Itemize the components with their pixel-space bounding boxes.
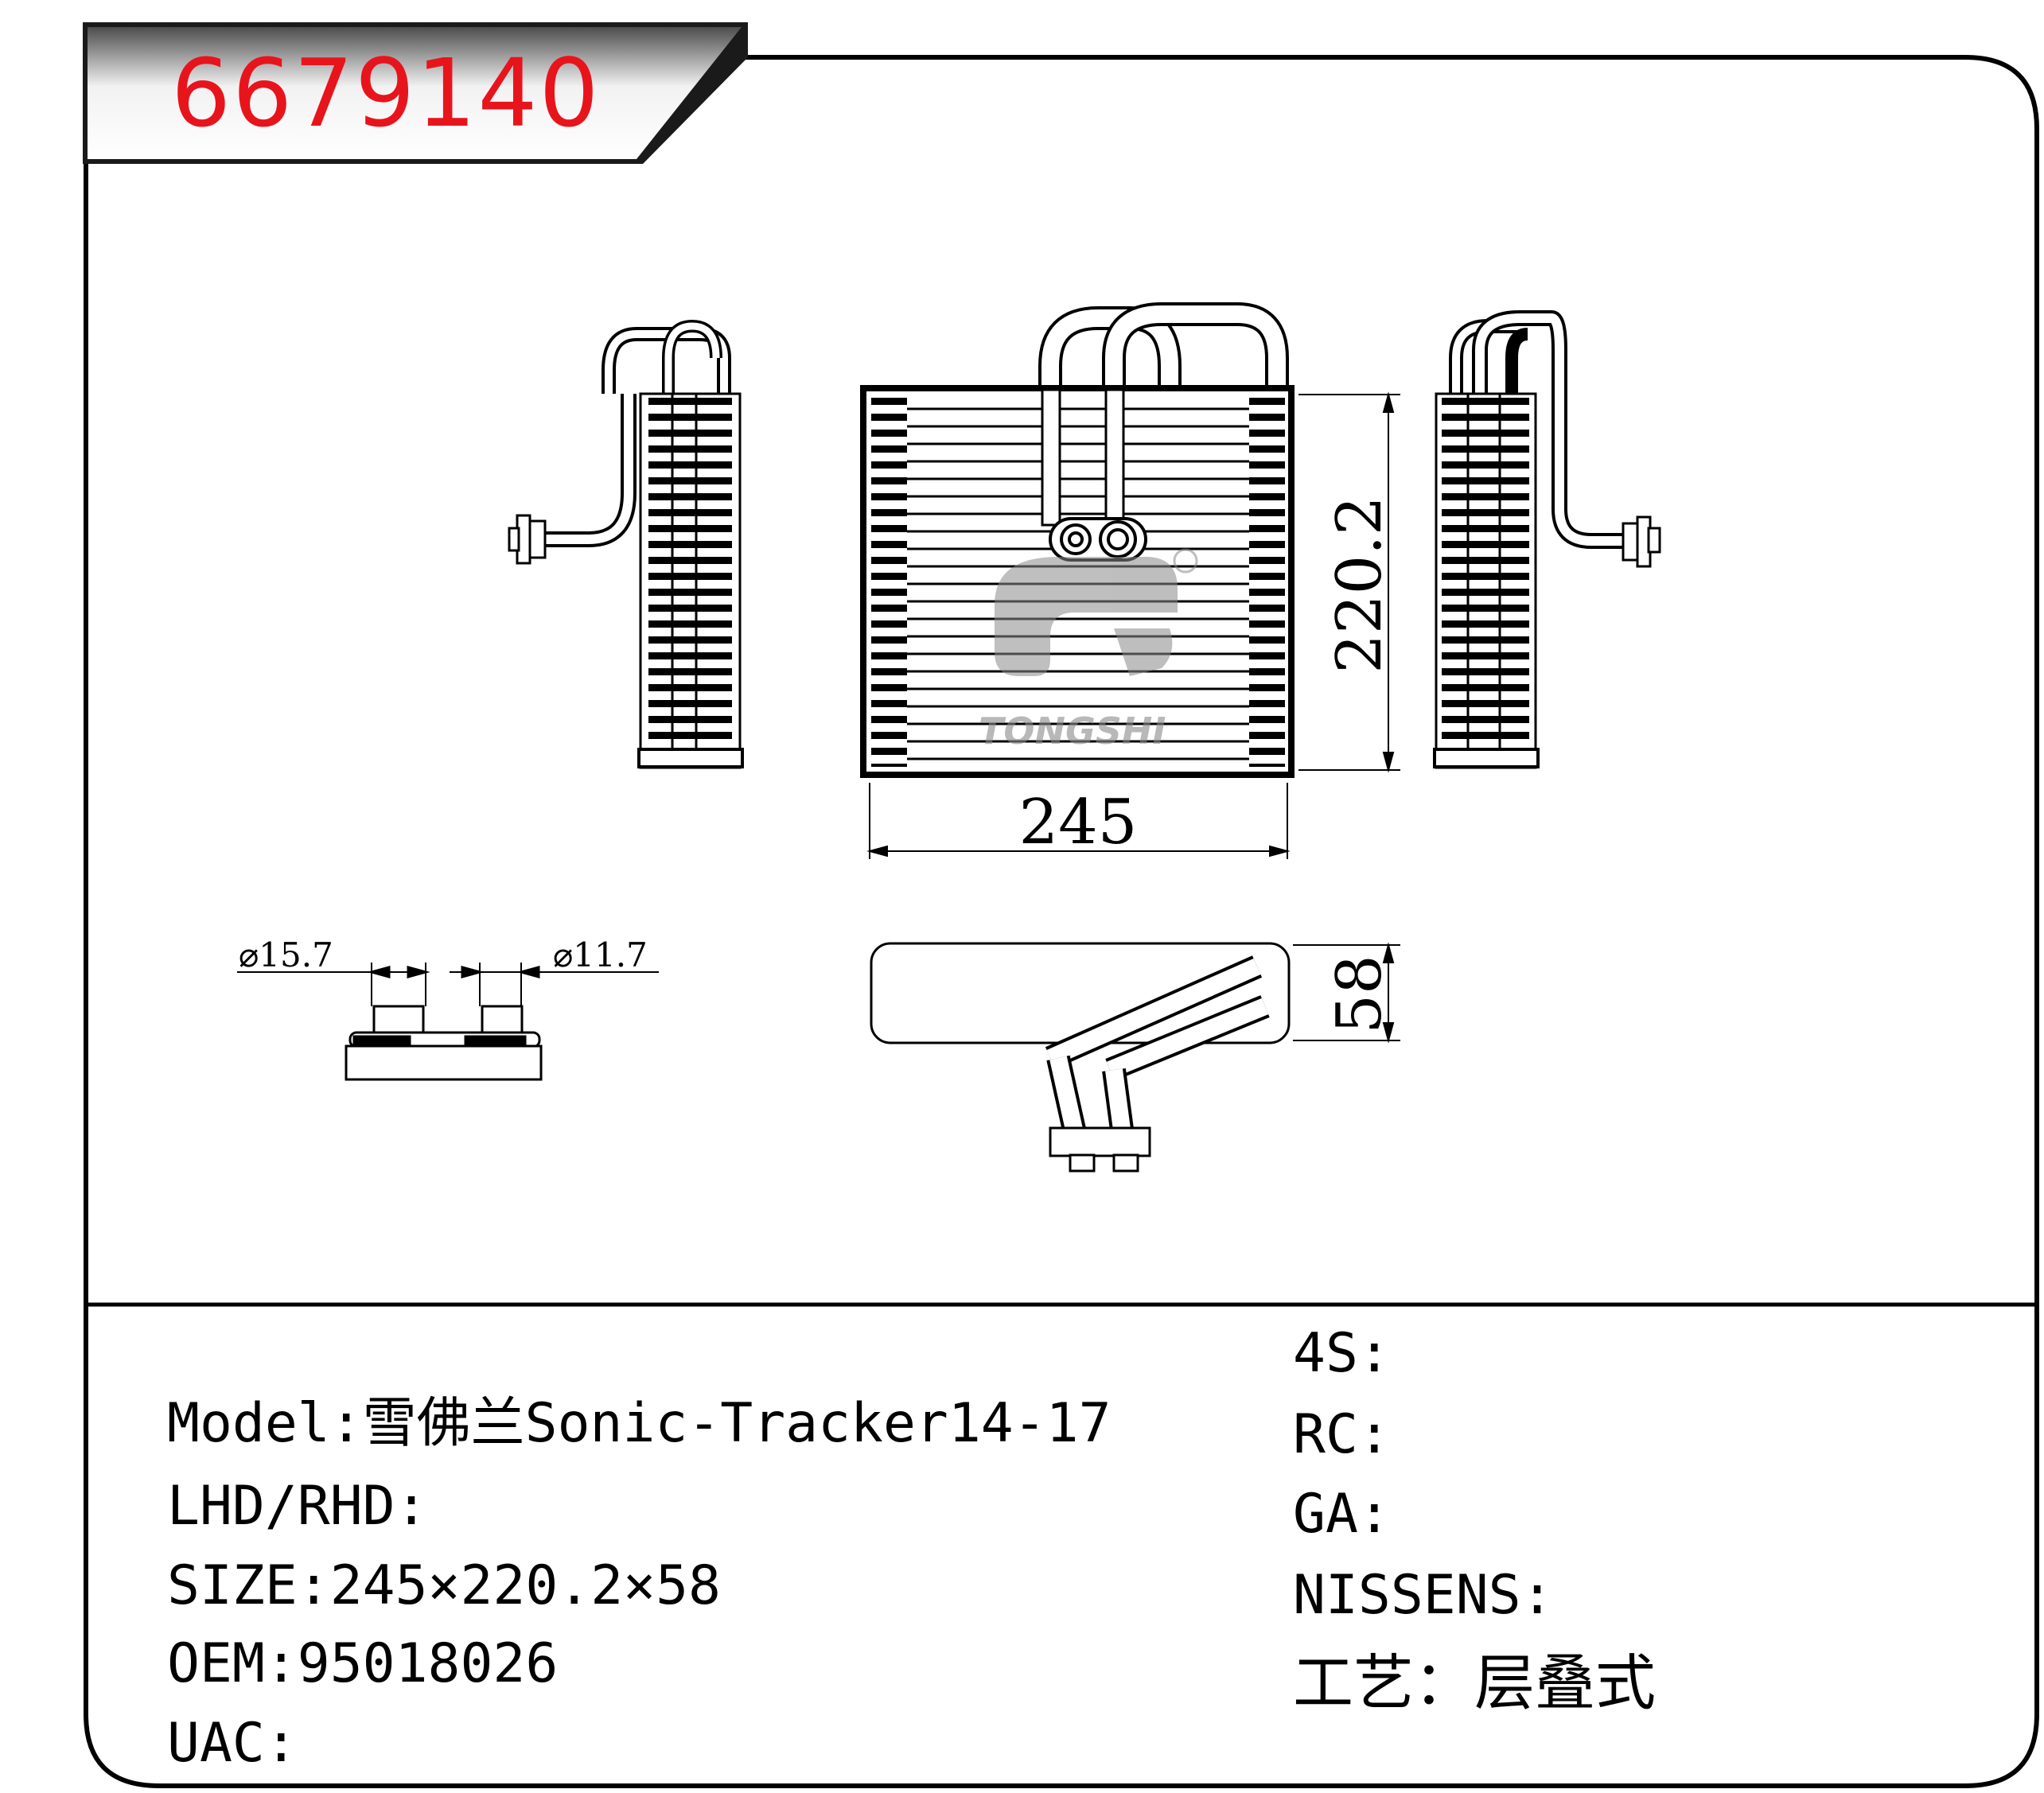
watermark-logo — [995, 548, 1198, 676]
spec-4s: 4S: — [1293, 1322, 1391, 1385]
watermark-text: TONGSHI — [979, 710, 1166, 753]
spec-size: SIZE:245×220.2×58 — [167, 1554, 721, 1617]
front-fitting — [1049, 517, 1147, 562]
front-view: TONGSHI — [860, 302, 1295, 778]
height-dimension-text: 220.2 — [1324, 496, 1396, 673]
outlet-diameter-text: ⌀11.7 — [553, 935, 648, 974]
sheet-border — [84, 55, 2039, 1788]
right-side-view — [1433, 310, 1661, 769]
depth-dimension-text: 58 — [1324, 955, 1396, 1033]
width-dimension-text: 245 — [1019, 787, 1138, 858]
part-number: 6679140 — [171, 38, 601, 148]
height-dimension — [1298, 391, 1400, 773]
spec-nissens: NISSENS: — [1293, 1564, 1554, 1627]
width-dimension — [866, 783, 1291, 859]
inlet-diameter-text: ⌀15.7 — [239, 935, 333, 974]
spec-process: 工艺：层叠式 — [1293, 1647, 1656, 1718]
spec-model: Model:雪佛兰Sonic-Tracker14-17 — [167, 1392, 1112, 1455]
spec-uac: UAC: — [167, 1712, 298, 1775]
part-number-tab — [83, 22, 748, 164]
spec-lhd-rhd: LHD/RHD: — [167, 1475, 428, 1538]
top-view — [870, 942, 1291, 1173]
depth-dimension — [1293, 942, 1400, 1044]
fitting-detail — [237, 963, 659, 1081]
left-side-view — [508, 319, 744, 769]
spec-oem: OEM:95018026 — [167, 1632, 559, 1695]
spec-rc: RC: — [1293, 1403, 1391, 1466]
spec-ga: GA: — [1293, 1483, 1391, 1546]
